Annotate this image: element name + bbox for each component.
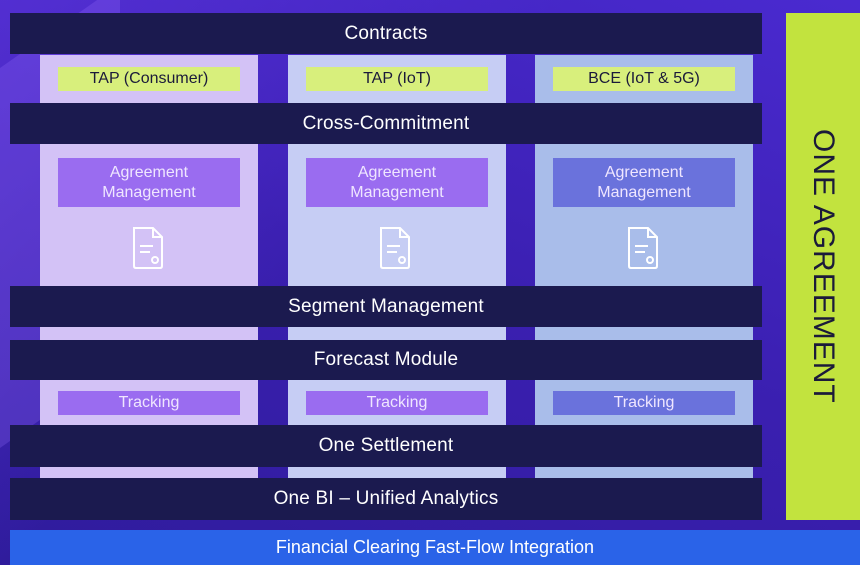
one-agreement-panel[interactable]: ONE AGREEMENT [786, 13, 860, 520]
tracking-label: Tracking [613, 394, 675, 411]
agreement-management-consumer[interactable]: Agreement Management [58, 158, 240, 207]
footer-bar[interactable]: Financial Clearing Fast-Flow Integration [10, 530, 860, 565]
segment-management-bar[interactable]: Segment Management [10, 286, 762, 327]
contracts-bar[interactable]: Contracts [10, 13, 762, 54]
cross-commitment-label: Cross-Commitment [302, 112, 470, 134]
document-icon [133, 227, 163, 269]
tag-tap-iot[interactable]: TAP (IoT) [306, 67, 488, 91]
tag-bce-iot-5g[interactable]: BCE (IoT & 5G) [553, 67, 735, 91]
cross-commitment-bar[interactable]: Cross-Commitment [10, 103, 762, 144]
agreement-line-2: Management [350, 183, 444, 201]
agreement-management-iot-5g[interactable]: Agreement Management [553, 158, 735, 207]
tag-label: TAP (IoT) [363, 70, 431, 87]
one-bi-bar[interactable]: One BI – Unified Analytics [10, 478, 762, 520]
contracts-label: Contracts [344, 22, 428, 44]
document-icon [380, 227, 410, 269]
tracking-iot-5g[interactable]: Tracking [553, 391, 735, 415]
one-settlement-bar[interactable]: One Settlement [10, 425, 762, 467]
tracking-iot[interactable]: Tracking [306, 391, 488, 415]
agreement-line-2: Management [102, 183, 196, 201]
agreement-line-2: Management [597, 183, 691, 201]
one-bi-label: One BI – Unified Analytics [273, 488, 499, 509]
agreement-line-1: Agreement [357, 163, 437, 181]
tag-tap-consumer[interactable]: TAP (Consumer) [58, 67, 240, 91]
tracking-label: Tracking [118, 394, 180, 411]
tracking-consumer[interactable]: Tracking [58, 391, 240, 415]
tag-label: BCE (IoT & 5G) [588, 70, 700, 87]
footer-label: Financial Clearing Fast-Flow Integration [275, 537, 595, 557]
document-icon [628, 227, 658, 269]
agreement-management-iot[interactable]: Agreement Management [306, 158, 488, 207]
agreement-line-1: Agreement [109, 163, 189, 181]
forecast-module-label: Forecast Module [313, 349, 459, 370]
one-settlement-label: One Settlement [318, 435, 454, 456]
segment-management-label: Segment Management [288, 295, 484, 317]
tracking-label: Tracking [366, 394, 428, 411]
agreement-line-1: Agreement [604, 163, 684, 181]
forecast-module-bar[interactable]: Forecast Module [10, 340, 762, 380]
tag-label: TAP (Consumer) [89, 70, 209, 87]
one-agreement-label: ONE AGREEMENT [807, 129, 840, 404]
